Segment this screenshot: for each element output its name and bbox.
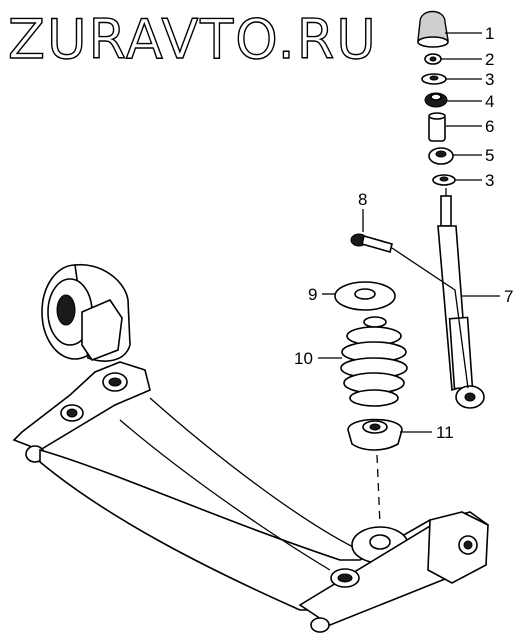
callout-1: 1 bbox=[485, 24, 494, 43]
callout-3-upper: 3 bbox=[485, 70, 494, 89]
callout-4: 4 bbox=[485, 92, 494, 111]
upper-mount-parts bbox=[417, 10, 456, 186]
leader-lines bbox=[318, 32, 500, 433]
callout-2: 2 bbox=[485, 50, 494, 69]
callout-9: 9 bbox=[308, 285, 317, 304]
callout-labels: 1 2 3 4 6 5 3 8 7 9 10 11 bbox=[294, 24, 513, 442]
coil-spring bbox=[340, 316, 408, 407]
alignment-line bbox=[376, 454, 381, 526]
lower-spring-pad bbox=[347, 418, 403, 451]
upper-spring-pad bbox=[334, 281, 396, 311]
callout-8: 8 bbox=[358, 190, 367, 209]
callout-3-lower: 3 bbox=[485, 171, 494, 190]
rear-axle-beam bbox=[12, 263, 489, 633]
mounting-bolt bbox=[350, 233, 469, 389]
watermark: ZURAVTO.RU bbox=[8, 8, 378, 71]
shock-absorber bbox=[437, 188, 485, 409]
callout-10: 10 bbox=[294, 349, 313, 368]
callout-5: 5 bbox=[485, 146, 494, 165]
callout-11: 11 bbox=[436, 423, 454, 442]
callout-7: 7 bbox=[504, 287, 513, 306]
callout-6: 6 bbox=[485, 117, 494, 136]
